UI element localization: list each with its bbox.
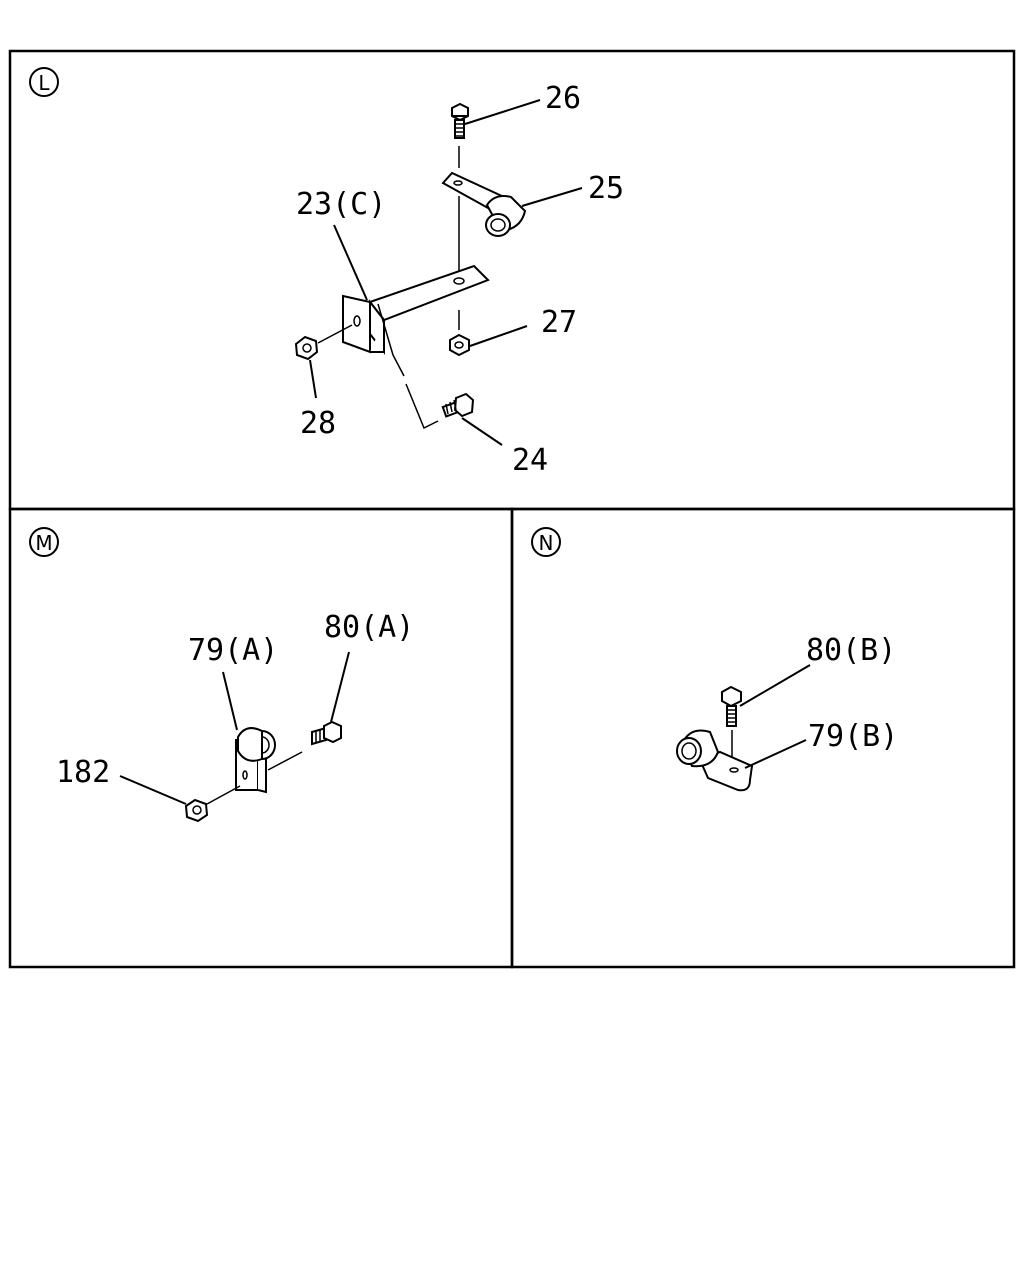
callout-80a: 80(A) (324, 610, 414, 645)
nut-27 (449, 333, 470, 357)
panel-m-marker: M (29, 527, 59, 557)
callout-25: 25 (588, 171, 624, 206)
callout-24: 24 (512, 443, 548, 478)
callout-26: 26 (545, 81, 581, 116)
callout-182: 182 (56, 755, 110, 790)
callout-79b: 79(B) (808, 719, 898, 754)
bolt-80a (311, 720, 342, 746)
clamp-79b (676, 729, 754, 792)
panel-l-letter: L (38, 71, 50, 95)
callout-79a: 79(A) (188, 633, 278, 668)
bolt-80b (721, 685, 742, 727)
nut-182 (184, 798, 209, 823)
callout-27: 27 (541, 305, 577, 340)
panel-n-frame (510, 507, 1016, 969)
panel-n-marker: N (531, 527, 561, 557)
bolt-24 (441, 392, 475, 418)
nut-28 (294, 335, 319, 361)
panel-l-frame (8, 49, 1016, 511)
callout-23c: 23(C) (296, 187, 386, 222)
panel-n-letter: N (539, 531, 554, 555)
bracket-23c (342, 264, 490, 355)
clamp-25 (441, 171, 527, 237)
panel-m: M 79(A) 80(A) 182 (29, 527, 414, 823)
panel-l: L (29, 67, 624, 478)
callout-80b: 80(B) (806, 633, 896, 668)
clamp-79a (235, 727, 276, 794)
callout-28: 28 (300, 406, 336, 441)
bolt-26 (451, 102, 469, 139)
panel-l-marker: L (29, 67, 59, 97)
panel-n: N 80(B) 79(B) (531, 527, 898, 792)
panel-m-letter: M (35, 531, 52, 555)
